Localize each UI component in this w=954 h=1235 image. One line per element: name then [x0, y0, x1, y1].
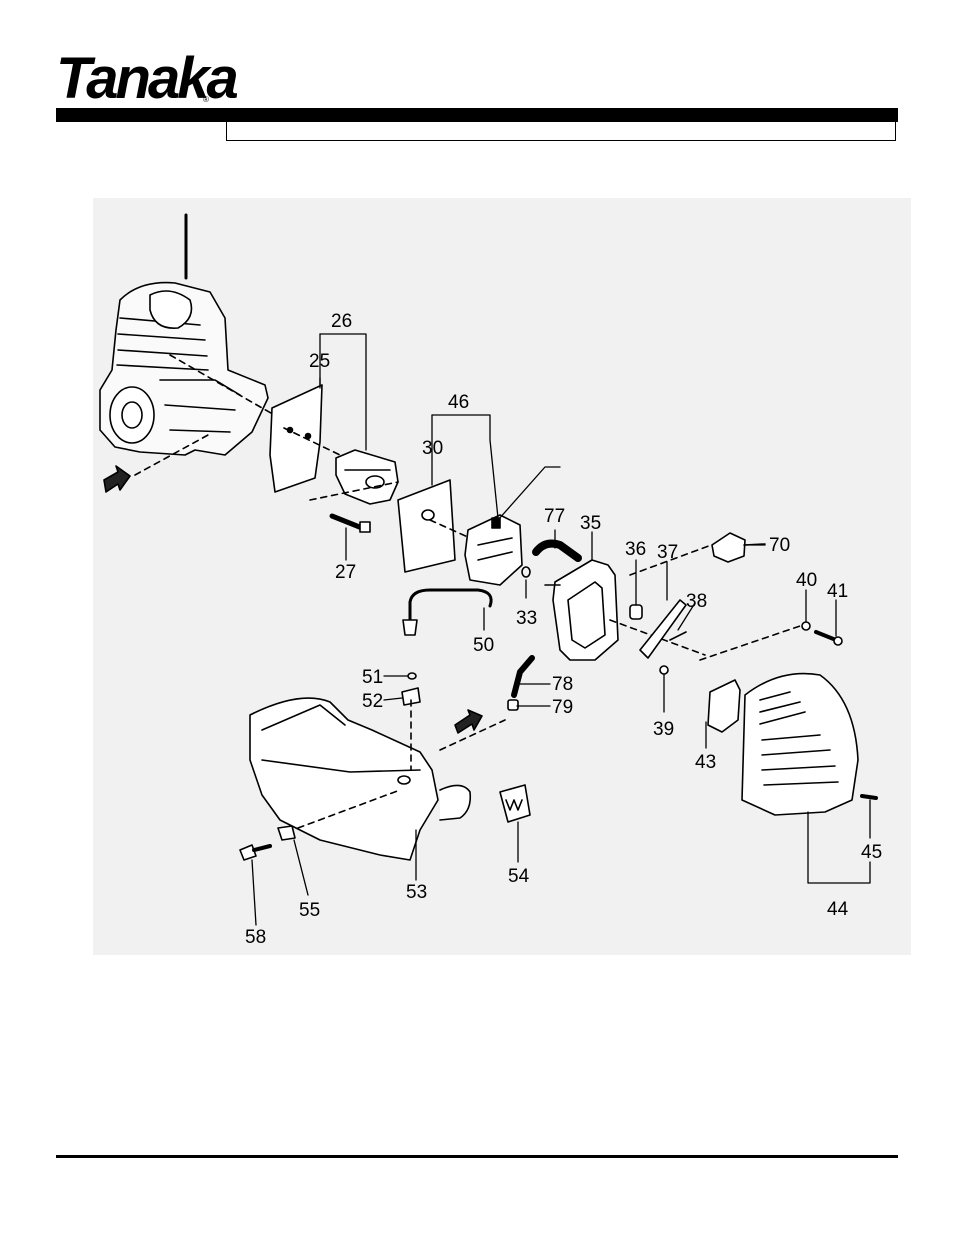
- callout-45: 45: [861, 842, 882, 863]
- callout-27: 27: [335, 562, 356, 583]
- vent-tube-part: [511, 655, 535, 698]
- callout-58: 58: [245, 927, 266, 948]
- registered-mark: ®: [203, 95, 209, 104]
- callout-51: 51: [362, 667, 383, 688]
- choke-shaft-part: [669, 631, 687, 641]
- callout-35: 35: [580, 513, 601, 534]
- callout-37: 37: [657, 542, 678, 563]
- o-ring-part: [521, 566, 531, 578]
- callout-26: 26: [331, 311, 352, 332]
- fuel-filter-part: [507, 699, 519, 711]
- callout-25: 25: [309, 351, 330, 372]
- choke-lever-part: [639, 599, 687, 659]
- callout-54: 54: [508, 866, 530, 887]
- insulator-part: [335, 449, 399, 505]
- footer-rule: [56, 1155, 898, 1158]
- callout-55: 55: [299, 900, 320, 921]
- screw-part: [814, 630, 843, 646]
- callout-41: 41: [827, 581, 848, 602]
- callout-40: 40: [796, 570, 817, 591]
- callout-77: 77: [544, 506, 565, 527]
- clip-part: [407, 672, 417, 680]
- tank-bolt-part: [239, 844, 272, 861]
- callout-50: 50: [473, 635, 494, 656]
- leader-lines: [251, 333, 871, 926]
- callout-43: 43: [695, 752, 716, 773]
- bushing-part: [629, 604, 643, 620]
- washer-part: [659, 665, 669, 675]
- insulator-gasket-part: [269, 384, 323, 493]
- callout-70: 70: [769, 535, 790, 556]
- cover-screw-part: [860, 794, 878, 800]
- fuel-cap-part: [499, 784, 531, 823]
- callout-46: 46: [448, 392, 469, 413]
- air-cleaner-body-part: [544, 559, 619, 661]
- tube-part: [532, 539, 582, 562]
- header-bar: [56, 108, 898, 122]
- bolt-part: [329, 513, 371, 533]
- tanaka-logo: Tanaka: [56, 46, 239, 111]
- page-title-box: [226, 122, 896, 141]
- callout-30: 30: [422, 438, 443, 459]
- plug-part: [277, 825, 296, 841]
- carburetor-part: [464, 514, 523, 586]
- callout-52: 52: [362, 691, 383, 712]
- fuel-tank-part: [249, 697, 472, 861]
- callout-39: 39: [653, 719, 674, 740]
- fuel-pipe-part: [402, 588, 493, 636]
- air-cleaner-cover-part: [741, 672, 859, 816]
- callout-33: 33: [516, 608, 537, 629]
- engine-block-part: [99, 213, 277, 476]
- direction-arrow-icon: [103, 465, 131, 493]
- nut-part: [801, 621, 811, 631]
- primer-part: [711, 532, 766, 563]
- air-filter-element-part: [707, 679, 741, 733]
- callout-53: 53: [406, 882, 427, 903]
- callout-38: 38: [686, 591, 707, 612]
- carburetor-gasket-part: [397, 479, 456, 573]
- callout-36: 36: [625, 539, 646, 560]
- direction-arrow-icon: [454, 709, 483, 734]
- callout-44: 44: [827, 899, 849, 920]
- callout-78: 78: [552, 674, 573, 695]
- callout-79: 79: [552, 697, 573, 718]
- grommet-part: [401, 687, 421, 706]
